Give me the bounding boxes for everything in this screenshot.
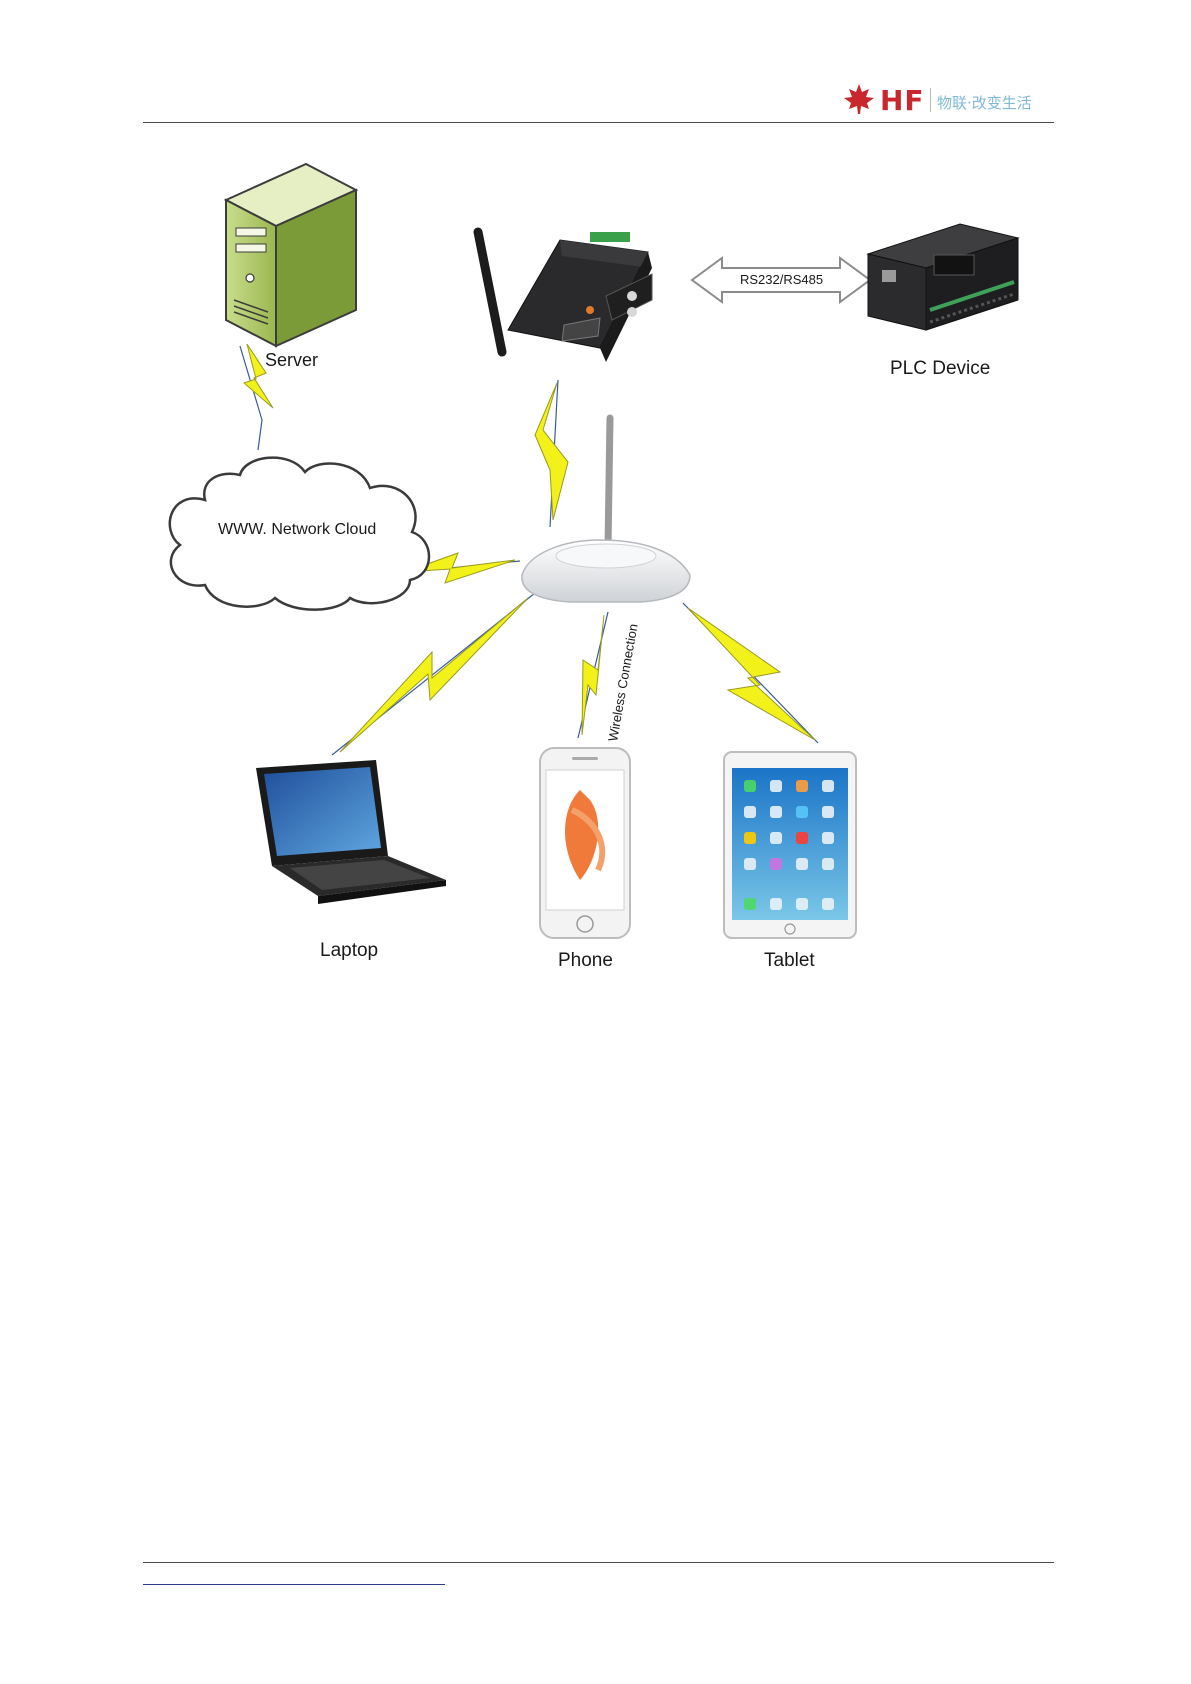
tablet-label: Tablet: [764, 950, 815, 971]
plc-device-icon: [868, 224, 1018, 330]
network-diagram: Server RS232/RS485 PLC Device WWW. Netwo…: [0, 0, 1191, 1000]
tablet-icon: [724, 752, 856, 938]
router-phone-bolt: [578, 612, 608, 738]
router-laptop-bolt: [332, 593, 535, 755]
laptop-icon: [256, 760, 446, 904]
serial-device-icon: [478, 232, 652, 362]
phone-icon: [540, 748, 630, 938]
cloud-label: WWW. Network Cloud: [218, 521, 376, 538]
server-label: Server: [265, 350, 318, 370]
footer-rule: [143, 1562, 1054, 1563]
footer-link-underline[interactable]: [143, 1584, 445, 1585]
laptop-label: Laptop: [320, 940, 378, 961]
phone-label: Phone: [558, 950, 613, 971]
serial-link-label: RS232/RS485: [740, 272, 823, 287]
wireless-label: Wireless Connection: [605, 623, 640, 743]
server-icon: [226, 164, 356, 346]
router-tablet-bolt: [683, 603, 818, 743]
converter-router-bolt: [535, 380, 568, 527]
plc-label: PLC Device: [890, 358, 990, 379]
